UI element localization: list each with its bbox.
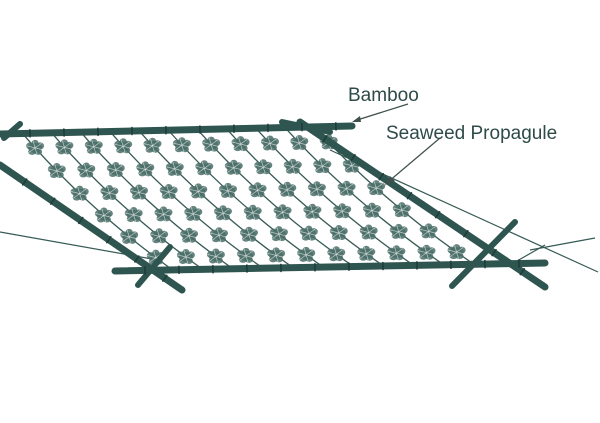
bamboo-leader (353, 103, 409, 122)
seaweed-tuft-icon (100, 185, 119, 200)
seaweed-tuft-icon (219, 182, 237, 198)
culture-line (109, 131, 267, 271)
seaweed-tuft-icon (202, 136, 221, 152)
bamboo-node (406, 192, 413, 200)
seaweed-tuft-icon (333, 203, 352, 219)
bamboo-node (519, 267, 526, 276)
seaweed-tuft-icon (114, 138, 133, 154)
seaweed-tuft-icon (419, 223, 438, 239)
seaweed-tuft-icon (248, 182, 267, 198)
seaweed-tuft-icon (70, 185, 89, 201)
bamboo-node (434, 211, 441, 219)
seaweed-tuft-icon (337, 180, 356, 196)
bamboo-node (78, 216, 84, 225)
seaweed-tuft-icon (327, 246, 346, 262)
seaweed-tuft-icon (165, 160, 184, 176)
seaweed-tuft-icon (176, 249, 195, 264)
seaweed-tuft-icon (84, 138, 103, 154)
seaweed-tuft-icon (307, 181, 326, 197)
bamboo-cross-top-left (1, 121, 23, 141)
seaweed-tuft-icon (303, 203, 322, 219)
seaweed-tuft-icon (254, 159, 273, 175)
seaweed-tuft-icon (136, 161, 155, 177)
seaweed-tuft-icon (363, 202, 381, 218)
culture-line (22, 133, 176, 273)
seaweed-tuft-icon (283, 158, 302, 174)
seaweed-tuft-icon (206, 248, 225, 264)
bamboo-cross-bottom-left (135, 244, 173, 288)
seaweed-tuft-icon (278, 181, 297, 197)
bamboo-node (322, 135, 328, 143)
bamboo-cross-top-right (279, 119, 333, 135)
seaweed-tuft-icon (313, 158, 332, 174)
bamboo-leader-arrow (352, 116, 361, 122)
seaweed-tuft-icon (389, 223, 408, 239)
seaweed-leader (387, 137, 441, 183)
seaweed-tuft-icon (55, 139, 74, 155)
seaweed-tuft-icon (159, 184, 178, 199)
seaweed-tuft-icon (77, 162, 96, 178)
bamboo-node (134, 255, 140, 263)
seaweed-tuft-icon (184, 205, 203, 221)
seaweed-tuft-icon (195, 160, 214, 176)
seaweed-tuft-icon (240, 226, 258, 242)
seaweed-tuft-icon (290, 135, 309, 150)
seaweed-tuft-icon (189, 183, 208, 199)
seaweed-tuft-icon (417, 244, 436, 260)
annotations: Bamboo Seaweed Propagule (348, 85, 557, 185)
seaweed-tuft-icon (180, 227, 199, 243)
seaweed-leader-arrow (385, 176, 395, 185)
seaweed-tuft-icon (267, 247, 286, 263)
bamboo-node (21, 178, 28, 186)
seaweed-tuft-icon (172, 137, 191, 153)
seaweed-tuft-icon (269, 226, 288, 242)
bamboo-node (49, 197, 56, 205)
seaweed-tuft-icon (214, 205, 232, 221)
seaweed-tuft-icon (47, 163, 66, 178)
seaweed-tuft-icon (124, 207, 143, 222)
bamboo-node (491, 249, 497, 257)
seaweed-propagule-label: Seaweed Propagule (386, 123, 557, 144)
seaweed-tuft-icon (224, 159, 243, 175)
seaweed-tuft-icon (130, 184, 148, 200)
bamboo-pole-right (296, 118, 549, 291)
seaweed-tuft-icon (243, 204, 262, 220)
seaweed-tuft-icon (154, 206, 173, 222)
seaweed-tuft-icon (273, 204, 292, 220)
seaweed-tuft-icon (150, 228, 169, 244)
seaweed-tuft-icon (143, 137, 162, 153)
seaweed-tuft-icon (231, 136, 250, 152)
bamboo-node (106, 236, 112, 244)
bamboo-node (378, 173, 385, 181)
seaweed-tuft-icon (357, 245, 376, 261)
seaweed-tuft-icon (367, 180, 386, 196)
seaweed-tuft-icon (387, 245, 406, 261)
seaweed-tuft-icon (297, 246, 316, 262)
seaweed-tuft-icon (359, 224, 378, 240)
bamboo-node (350, 154, 356, 162)
seaweed-tuft-icon (120, 228, 139, 244)
bamboo-cross-bottom-right (449, 219, 518, 289)
seaweed-tuft-icon (329, 225, 348, 240)
seaweed-tuft-icon (106, 162, 125, 177)
bamboo-frame (0, 118, 549, 294)
bamboo-node (463, 230, 469, 238)
seaweed-tuft-icon (237, 247, 255, 263)
seaweed-tuft-icon (447, 244, 466, 260)
seaweed-tuft-icon (299, 225, 318, 241)
seaweed-tuft-icon (210, 227, 228, 243)
seaweed-tuft-icon (392, 202, 411, 218)
seaweed-tuft-icon (26, 139, 45, 155)
seaweed-tuft-icon (94, 207, 113, 223)
seaweed-propagules (26, 134, 466, 265)
seaweed-tuft-icon (261, 135, 279, 151)
bamboo-label: Bamboo (348, 85, 419, 106)
bamboo-node (162, 274, 168, 282)
